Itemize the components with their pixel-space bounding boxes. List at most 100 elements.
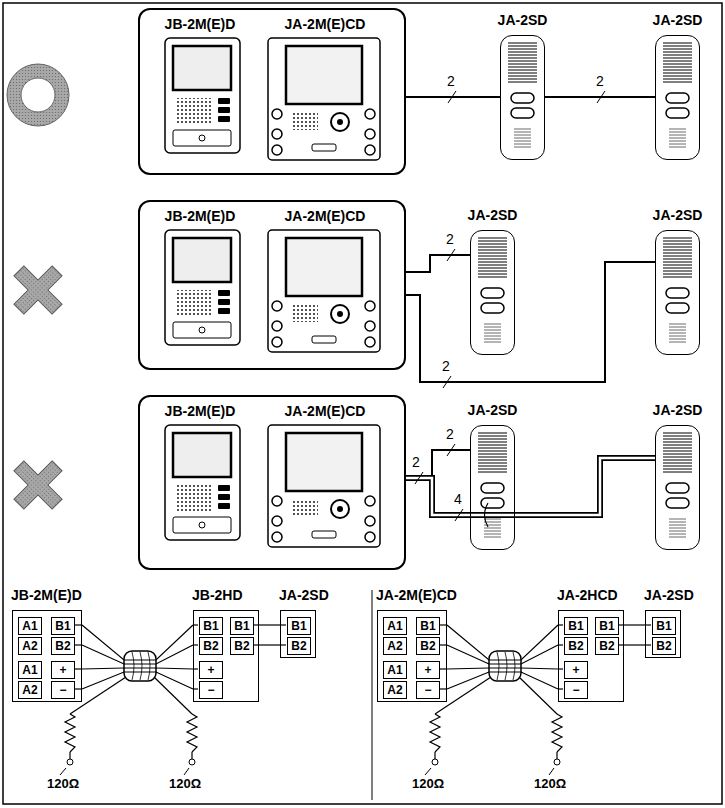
terminal-label: −: [51, 681, 75, 699]
terminal-label: B1: [51, 617, 75, 635]
twist-mark: [485, 503, 489, 527]
sub-station: [508, 43, 537, 147]
model-name: JA-2SD: [644, 587, 694, 604]
terminal-label: A2: [383, 681, 407, 699]
equipment-group: JB-2M(E)D JA-2M(E)CD: [138, 8, 406, 175]
outer-frame: [3, 3, 722, 804]
model-name: JA-2SD: [498, 12, 548, 29]
terminal-block: JA-2M(E)CDA1A2A1A2B1B2+−: [377, 610, 447, 702]
cable-sleeve: [425, 651, 554, 775]
cable-4-wire: [406, 458, 655, 515]
wire: [406, 262, 655, 382]
wire-count: 2: [594, 73, 606, 90]
wire-count-tick: [415, 472, 423, 484]
terminal-label: B2: [287, 637, 311, 655]
model-name: JA-2SD: [468, 207, 518, 224]
ok-symbol: [7, 64, 69, 126]
video-monitor-ja: [268, 425, 380, 547]
model-name: JB-2HD: [192, 587, 243, 604]
resistor-value: 120Ω: [533, 776, 567, 792]
terminal-label: B2: [652, 637, 676, 655]
wire-count-tick: [448, 91, 456, 103]
wire-count: 2: [444, 426, 456, 443]
terminal-block: JA-2SDB1B2: [645, 610, 681, 658]
resistor-value: 120Ω: [168, 776, 202, 792]
terminal-label: +: [199, 661, 223, 679]
terminal-label: +: [564, 661, 588, 679]
video-monitor-ja: [268, 230, 380, 352]
video-monitor-ja: [268, 38, 380, 160]
sub-station-unit: JA-2SD: [655, 425, 700, 550]
ng-symbol: [0, 447, 76, 523]
wire: [82, 625, 193, 660]
terminal-label: B1: [416, 617, 440, 635]
wire: [447, 625, 558, 660]
wire-count: 2: [410, 454, 422, 471]
sub-station: [663, 43, 692, 147]
wire-count-tick: [455, 509, 463, 521]
sub-station: [663, 238, 692, 342]
wire-count: 2: [445, 73, 457, 90]
wiring-harness: [65, 625, 286, 765]
terminal-block: JB-2HDB1B2+−B1B2: [193, 610, 259, 702]
video-monitor-jb: [165, 38, 240, 153]
terminal-label: B1: [199, 617, 223, 635]
terminal-label: −: [416, 681, 440, 699]
terminal-label: −: [199, 681, 223, 699]
model-name: JA-2SD: [653, 12, 703, 29]
terminal-label: B1: [652, 617, 676, 635]
wire-count-tick: [443, 376, 451, 388]
wire: [406, 450, 470, 478]
model-name: JA-2M(E)CD: [285, 208, 366, 225]
terminal-block: JB-2M(E)DA1A2A1A2B1B2+−: [12, 610, 82, 702]
terminal-label: B1: [564, 617, 588, 635]
terminal-label: B2: [51, 637, 75, 655]
video-monitor-jb: [165, 425, 240, 540]
terminal-label: A2: [383, 637, 407, 655]
resistor-value: 120Ω: [46, 776, 80, 792]
sub-station: [478, 238, 507, 342]
terminal-label: B2: [230, 637, 254, 655]
terminal-label: A1: [18, 617, 42, 635]
sub-station-unit: JA-2SD: [470, 425, 515, 550]
wire: [406, 255, 470, 272]
equipment-group: JB-2M(E)D JA-2M(E)CD: [138, 200, 406, 370]
sub-station-unit: JA-2SD: [500, 35, 545, 160]
model-name: JA-2M(E)CD: [376, 587, 457, 604]
terminal-label: B2: [595, 637, 619, 655]
wire-count-tick: [597, 91, 605, 103]
wire-count: 2: [444, 231, 456, 248]
terminal-label: +: [416, 661, 440, 679]
model-name: JA-2HCD: [557, 587, 618, 604]
model-name: JB-2M(E)D: [165, 16, 236, 33]
wire-count-tick: [447, 249, 455, 261]
model-name: JB-2M(E)D: [165, 208, 236, 225]
sub-station: [663, 433, 692, 537]
model-name: JB-2M(E)D: [165, 403, 236, 420]
divider-line: [372, 590, 373, 800]
sub-station-unit: JA-2SD: [655, 35, 700, 160]
terminal-label: +: [51, 661, 75, 679]
terminal-block: JA-2HCDB1B2+−B1B2: [558, 610, 624, 702]
model-name: JA-2M(E)CD: [285, 16, 366, 33]
terminal-label: B2: [199, 637, 223, 655]
model-name: JA-2SD: [468, 402, 518, 419]
wire: [624, 624, 645, 625]
wire-count-tick: [447, 444, 455, 456]
model-name: JA-2M(E)CD: [285, 403, 366, 420]
ng-symbol: [0, 252, 76, 328]
terminal-label: B1: [230, 617, 254, 635]
model-name: JB-2M(E)D: [11, 587, 82, 604]
wiring-harness: [430, 625, 651, 765]
terminal-label: B1: [287, 617, 311, 635]
terminal-label: B2: [416, 637, 440, 655]
wire-count: 4: [452, 491, 464, 508]
terminal-label: B2: [564, 637, 588, 655]
terminal-label: A2: [18, 637, 42, 655]
terminal-label: A1: [383, 661, 407, 679]
terminal-label: −: [564, 681, 588, 699]
cable-sleeve: [60, 651, 189, 775]
terminal-label: A2: [18, 681, 42, 699]
model-name: JA-2SD: [653, 402, 703, 419]
cable-inner: [406, 458, 655, 515]
